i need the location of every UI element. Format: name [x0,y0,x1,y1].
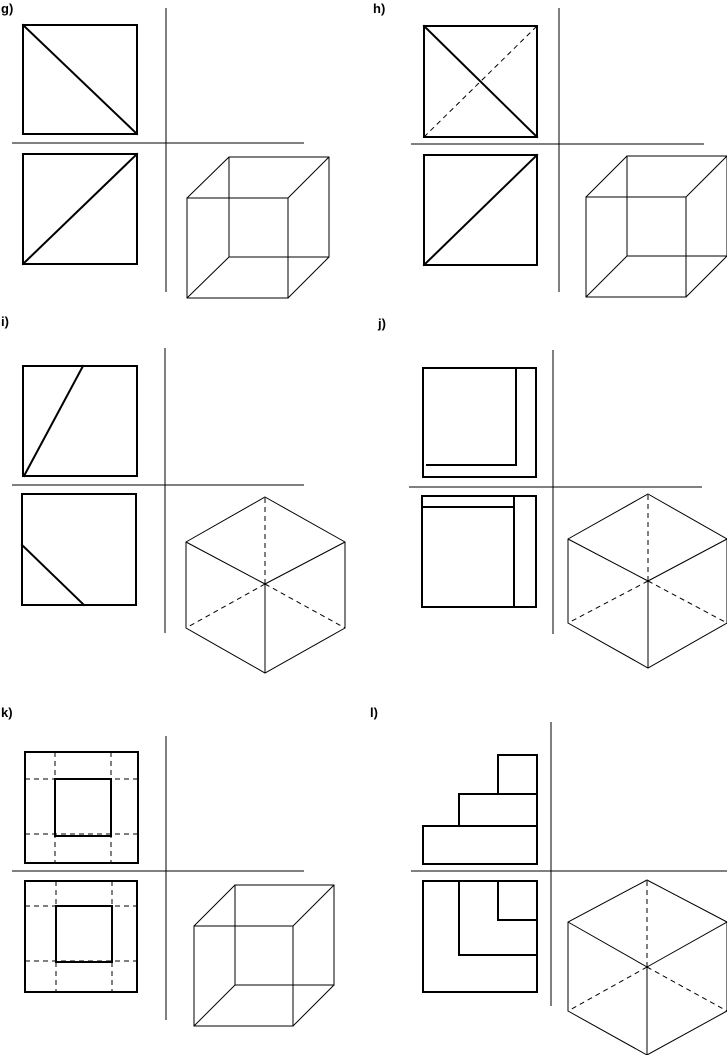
exercise-label-g: g) [1,1,13,16]
top-view [422,880,538,993]
front-view [21,23,139,136]
top-view [20,493,137,607]
exercise-label-h: h) [373,1,385,16]
exercise-label-k: k) [1,705,13,720]
exercise-label-j: j) [377,316,386,331]
exercise-j: j) [377,316,727,669]
exercise-h: h) [373,1,727,298]
front-view [22,364,138,478]
front-view [24,751,141,864]
front-view [422,754,538,865]
front-view [422,24,539,139]
top-view [24,880,138,993]
isometric-cube [585,155,727,298]
isometric-cube [186,156,330,299]
isometric-hexagon [567,879,727,1055]
top-view [422,153,539,267]
isometric-cube [193,884,335,1027]
exercise-label-l: l) [370,705,378,720]
front-view [422,367,537,478]
exercise-l: l) [370,705,727,1055]
exercise-i: i) [1,314,346,674]
exercise-g: g) [1,1,330,299]
top-view [421,495,537,608]
top-view [21,152,139,266]
exercise-label-i: i) [1,314,9,329]
exercise-k: k) [1,705,335,1027]
isometric-hexagon [567,493,727,669]
isometric-hexagon [185,496,346,674]
